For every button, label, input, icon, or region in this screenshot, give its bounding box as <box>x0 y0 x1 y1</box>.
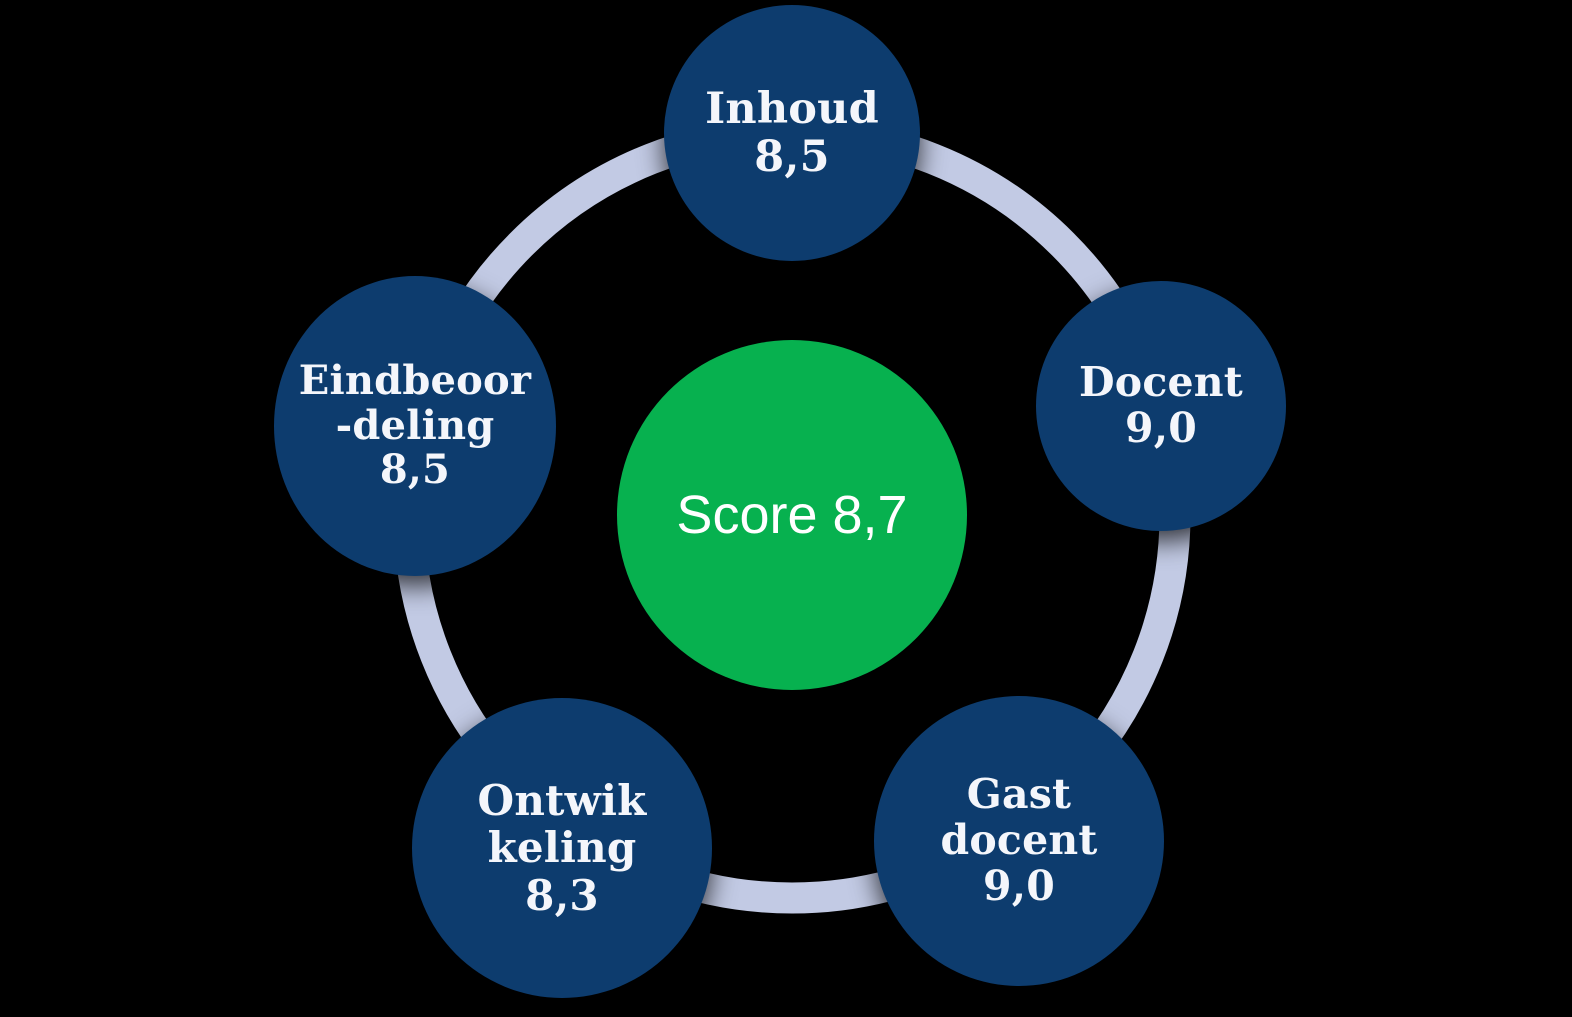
node-inhoud[interactable]: Inhoud 8,5 <box>664 5 920 261</box>
node-inhoud-line1: Inhoud <box>705 83 879 134</box>
node-eindbeoordeling-line2: -deling <box>335 401 495 449</box>
node-eindbeoordeling-line1: Eindbeoor <box>298 356 532 404</box>
node-docent-value: 9,0 <box>1125 404 1197 452</box>
node-ontwikkeling-line2: keling <box>487 823 637 873</box>
node-gast-docent[interactable]: Gast docent 9,0 <box>874 696 1164 986</box>
node-ontwikkeling-line1: Ontwik <box>477 776 647 826</box>
node-gast-docent-line2: docent <box>940 816 1098 865</box>
node-inhoud-value: 8,5 <box>754 132 830 182</box>
node-eindbeoordeling[interactable]: Eindbeoor -deling 8,5 <box>274 276 556 576</box>
node-ontwikkeling-value: 8,3 <box>525 870 599 920</box>
node-gast-docent-value: 9,0 <box>983 861 1055 910</box>
node-gast-docent-line1: Gast <box>966 770 1072 819</box>
node-eindbeoordeling-value: 8,5 <box>379 446 451 494</box>
center-score-text: Score 8,7 <box>676 485 908 545</box>
node-docent-line1: Docent <box>1079 358 1243 407</box>
node-ontwikkeling[interactable]: Ontwik keling 8,3 <box>412 698 712 998</box>
node-docent[interactable]: Docent 9,0 <box>1036 281 1286 531</box>
center-score-circle[interactable]: Score 8,7 <box>617 340 967 690</box>
